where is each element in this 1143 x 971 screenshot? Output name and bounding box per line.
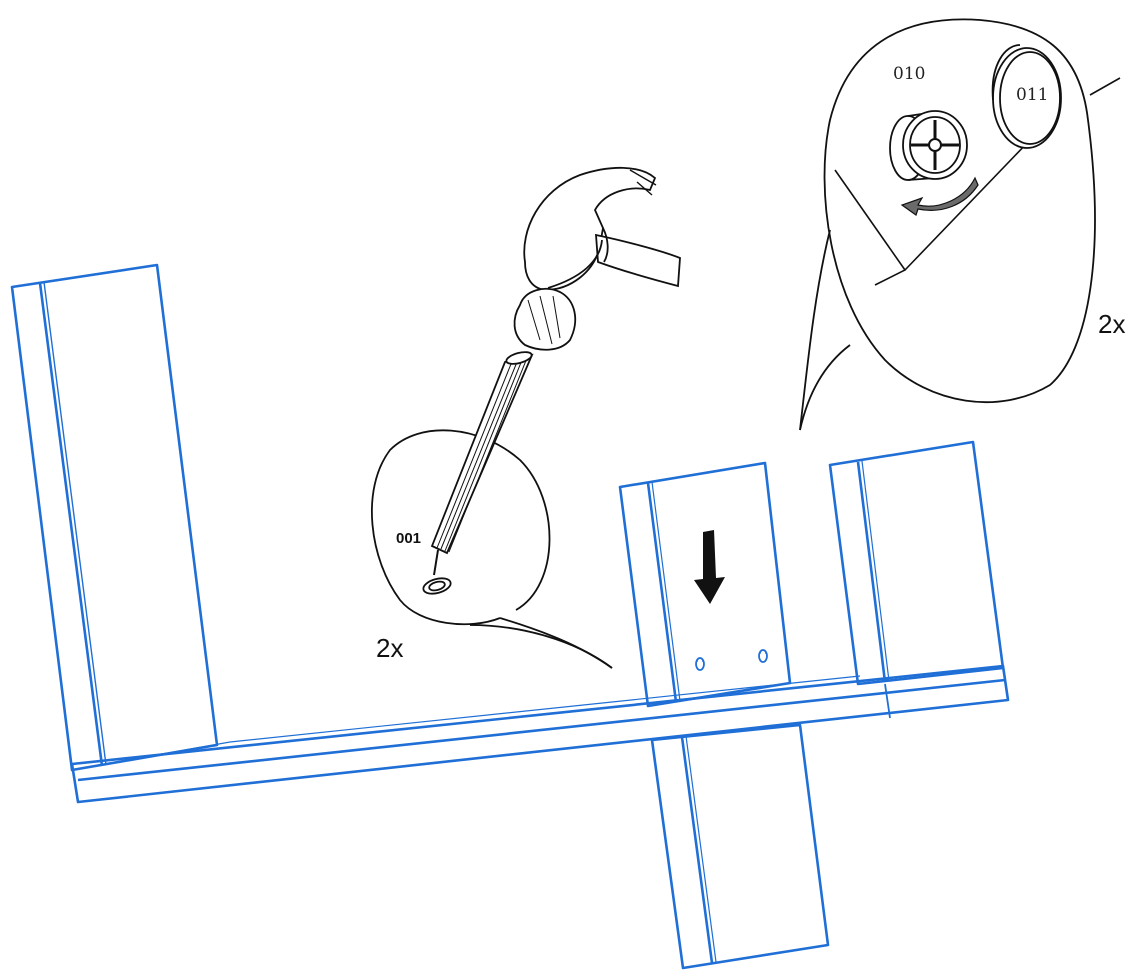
dowel-icon [422,351,534,595]
left-side-panel [10,263,219,772]
furniture-panels [10,263,1010,970]
dowel-quantity-label: 2x [376,633,403,663]
cover-cap-icon [991,44,1062,149]
shelf-panel [70,664,1010,804]
bolt-quantity-label: 2x [1098,309,1125,339]
dowel-part-label: 001 [396,530,421,547]
dowel-callout: 001 2x [370,166,681,669]
rotate-arrow-icon [900,176,979,216]
lower-upright-panel [650,723,830,970]
right-upright-panel [828,440,1005,686]
hammer-icon [513,166,681,351]
cam-bolt-icon [889,110,968,181]
center-upright-panel [618,461,792,708]
bolt-part-label: 010 [893,64,925,84]
cam-bolt-callout: 010 011 2x [799,18,1125,431]
down-arrow-icon [694,530,725,604]
cap-part-label: 011 [1016,85,1048,105]
